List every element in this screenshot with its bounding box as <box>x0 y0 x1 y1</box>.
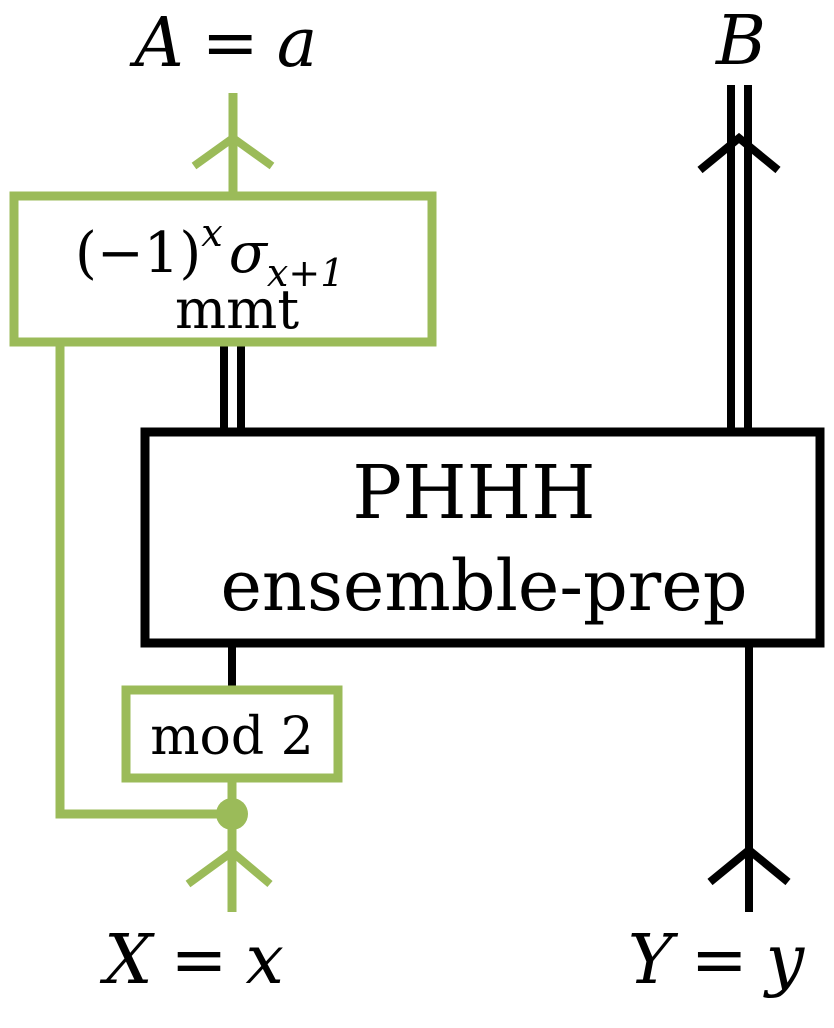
green-arrows <box>185 133 275 888</box>
label-b: B <box>714 2 766 81</box>
phhh-subtitle: ensemble-prep <box>220 545 747 627</box>
arrow-x-icon <box>185 846 273 888</box>
label-a: A=a <box>129 4 318 83</box>
measurement-box <box>9 191 437 347</box>
label-y: Y=y <box>628 921 806 1000</box>
green-wires <box>55 93 238 912</box>
measurement-label: mmt <box>175 278 299 341</box>
black-wires <box>220 85 791 912</box>
arrow-y-icon <box>707 844 791 886</box>
wire-feedforward <box>55 340 232 819</box>
arrow-a-icon <box>191 133 275 170</box>
phhh-box <box>140 427 825 648</box>
junction-dot <box>216 798 248 830</box>
mod2-box <box>121 685 343 783</box>
phhh-title: PHHH <box>352 450 595 536</box>
label-x: X=x <box>99 921 284 1000</box>
mod2-label: mod 2 <box>150 707 314 767</box>
arrow-b-icon <box>697 132 781 174</box>
